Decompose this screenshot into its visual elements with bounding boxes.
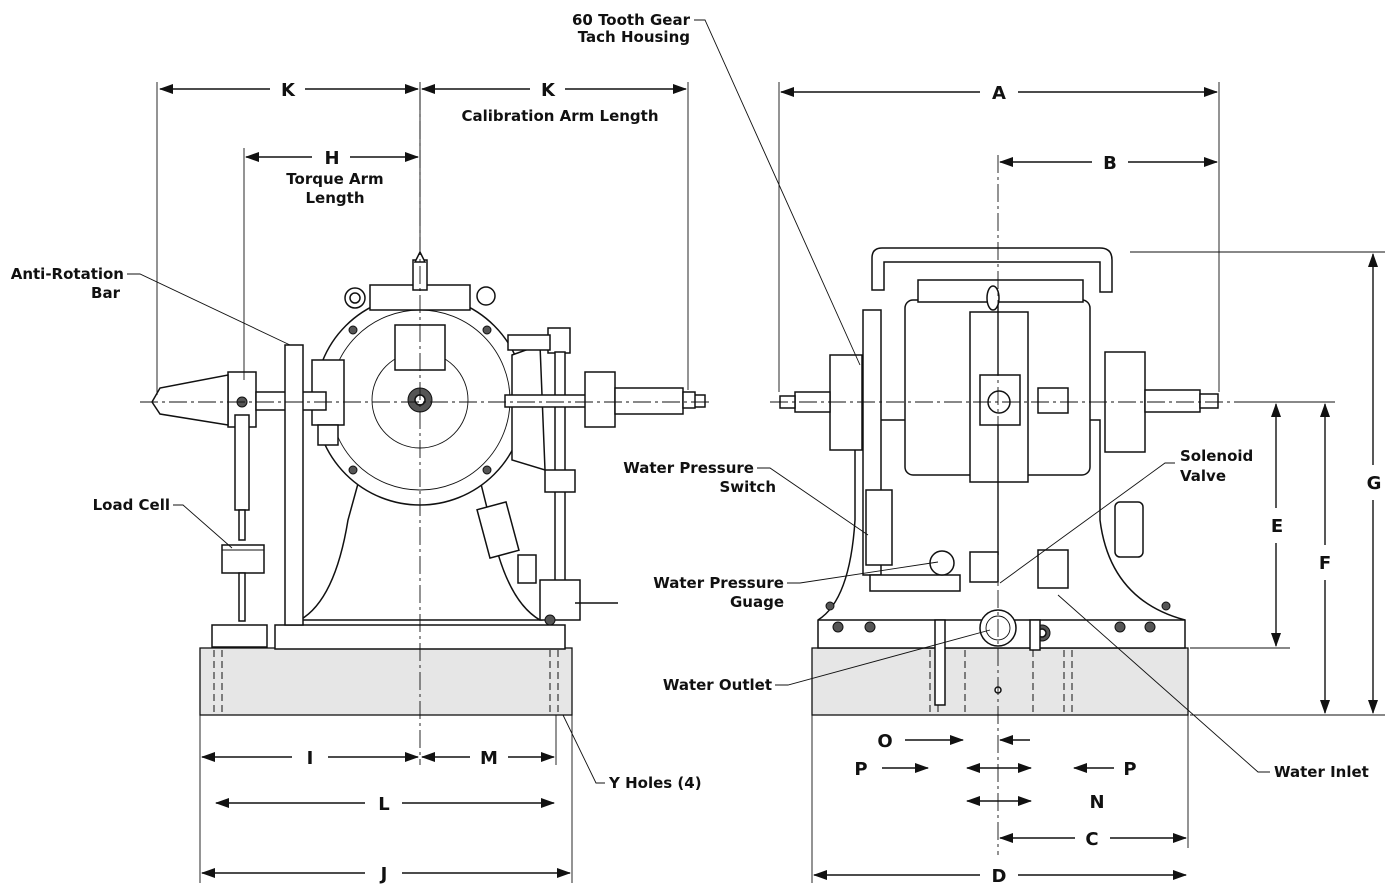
side-view xyxy=(140,92,710,765)
dim-g: G xyxy=(1367,473,1382,494)
label-torque-arm-line2: Length xyxy=(306,189,365,207)
dim-e: E xyxy=(1271,516,1283,537)
dim-n: N xyxy=(1089,792,1104,813)
side-base-block xyxy=(199,647,573,716)
label-water-inlet: Water Inlet xyxy=(1274,763,1369,781)
label-anti-rotation-line1: Anti-Rotation xyxy=(11,265,124,283)
label-load-cell: Load Cell xyxy=(93,496,170,514)
side-solenoid xyxy=(311,359,345,426)
dim-k-right: K xyxy=(541,80,556,101)
coolant-pipe xyxy=(871,247,1113,293)
callout-labels: 60 Tooth Gear Tach Housing Calibration A… xyxy=(11,11,1369,792)
dim-c: C xyxy=(1085,829,1098,850)
dim-j: J xyxy=(379,864,388,885)
dimension-letters: K K H A B G F E I M L J D C N P P O xyxy=(281,80,1381,886)
dim-i: I xyxy=(307,748,314,769)
anti-rotation-bar xyxy=(284,344,304,626)
label-y-holes: Y Holes (4) xyxy=(608,774,702,792)
dim-d: D xyxy=(992,866,1007,886)
label-gear-line1: 60 Tooth Gear xyxy=(572,11,691,29)
dim-m: M xyxy=(480,748,498,769)
label-calibration-arm: Calibration Arm Length xyxy=(461,107,658,125)
dim-o: O xyxy=(877,731,892,752)
dim-a: A xyxy=(992,83,1006,104)
dimension-lines xyxy=(156,82,1385,883)
end-view xyxy=(770,155,1330,855)
tach-housing xyxy=(829,354,863,451)
dim-h: H xyxy=(324,148,339,169)
label-water-pressure-gauge-line1: Water Pressure xyxy=(653,574,784,592)
leader-lines xyxy=(127,19,1270,784)
label-anti-rotation-line2: Bar xyxy=(91,284,121,302)
label-gear-line2: Tach Housing xyxy=(578,28,690,46)
label-solenoid-valve-line1: Solenoid xyxy=(1180,447,1253,465)
calibration-arm xyxy=(151,374,229,426)
dim-f: F xyxy=(1319,553,1331,574)
label-water-pressure-gauge-line2: Guage xyxy=(730,593,784,611)
label-water-outlet: Water Outlet xyxy=(663,676,772,694)
label-solenoid-valve-line2: Valve xyxy=(1180,467,1226,485)
dim-p-left: P xyxy=(854,759,867,780)
load-cell xyxy=(221,544,265,574)
end-base-block xyxy=(811,647,1189,716)
dim-k-left: K xyxy=(281,80,296,101)
label-torque-arm-line1: Torque Arm xyxy=(286,170,383,188)
dim-l: L xyxy=(378,794,389,815)
label-water-pressure-switch-line2: Switch xyxy=(719,478,776,496)
label-water-pressure-switch-line1: Water Pressure xyxy=(623,459,754,477)
dim-b: B xyxy=(1103,153,1117,174)
dim-p-right: P xyxy=(1123,759,1136,780)
